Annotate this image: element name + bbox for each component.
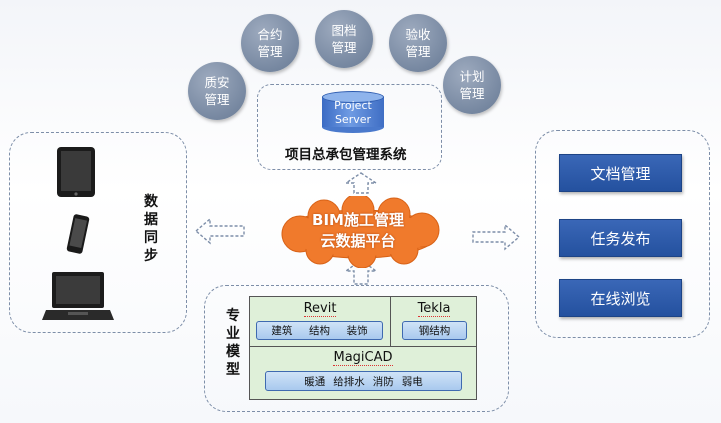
circle-acceptance-mgmt[interactable]: 验收管理 (389, 14, 447, 72)
phone-icon (66, 214, 90, 254)
professional-models-label: 专业模型 (226, 308, 240, 378)
magicad-title: MagiCAD (250, 350, 476, 366)
circle-label: 质安管理 (204, 75, 230, 107)
revit-items: 建筑 结构 装饰 (256, 321, 383, 340)
circle-contract-mgmt[interactable]: 合约管理 (241, 14, 299, 72)
circle-label: 计划管理 (459, 69, 485, 101)
data-sync-label: 数据同步 (144, 194, 158, 264)
arrow-left (194, 217, 245, 245)
project-server-icon: Project Server (322, 91, 384, 133)
circle-plan-mgmt[interactable]: 计划管理 (443, 56, 501, 114)
laptop-icon (42, 272, 114, 320)
revit-item-decoration: 装饰 (346, 325, 368, 337)
tekla-title: Tekla (391, 301, 477, 317)
software-table: Revit 建筑 结构 装饰 Tekla 钢结构 MagiCAD 暖通 给排水 … (249, 296, 477, 400)
circle-drawing-mgmt[interactable]: 图档管理 (315, 10, 373, 68)
circle-label: 验收管理 (405, 27, 431, 59)
tekla-item-steel: 钢结构 (418, 325, 451, 337)
magicad-item-plumbing: 给排水 (333, 375, 365, 388)
magicad-item-hvac: 暖通 (304, 375, 326, 388)
arrow-up-top (343, 172, 379, 194)
system-title: 项目总承包管理系统 (285, 147, 407, 163)
cloud-line1: BIM施工管理 (312, 211, 404, 229)
table-divider-h (250, 346, 476, 347)
tablet-icon (57, 147, 95, 197)
revit-item-architecture: 建筑 (271, 325, 293, 337)
circle-label: 合约管理 (257, 27, 283, 59)
circle-label: 图档管理 (331, 23, 357, 55)
magicad-item-low-voltage: 弱电 (401, 375, 423, 388)
tekla-name: Tekla (417, 301, 451, 317)
circle-quality-safety-mgmt[interactable]: 质安管理 (188, 62, 246, 120)
device-box (9, 132, 187, 333)
cloud-line2: 云数据平台 (320, 232, 396, 250)
magicad-items: 暖通 给排水 消防 弱电 (265, 371, 462, 391)
arrow-up-bottom (343, 259, 379, 285)
table-divider-v (390, 297, 391, 346)
magicad-name: MagiCAD (333, 350, 393, 366)
cloud-label: BIM施工管理 云数据平台 (283, 210, 433, 252)
revit-title: Revit (250, 301, 390, 317)
cloud-icon (281, 196, 440, 268)
arrow-right (472, 223, 521, 251)
magicad-item-fire: 消防 (372, 375, 394, 388)
doc-mgmt-button[interactable]: 文档管理 (559, 154, 682, 192)
tekla-items: 钢结构 (402, 321, 467, 340)
project-server-line2: Server (334, 113, 372, 126)
task-publish-button[interactable]: 任务发布 (559, 219, 682, 257)
online-browse-button[interactable]: 在线浏览 (559, 279, 682, 317)
functions-box (535, 130, 710, 338)
revit-name: Revit (303, 301, 337, 317)
project-system-box (257, 84, 442, 170)
project-server-line1: Project (334, 99, 372, 112)
revit-item-structure: 结构 (308, 325, 330, 337)
models-box (204, 285, 509, 412)
